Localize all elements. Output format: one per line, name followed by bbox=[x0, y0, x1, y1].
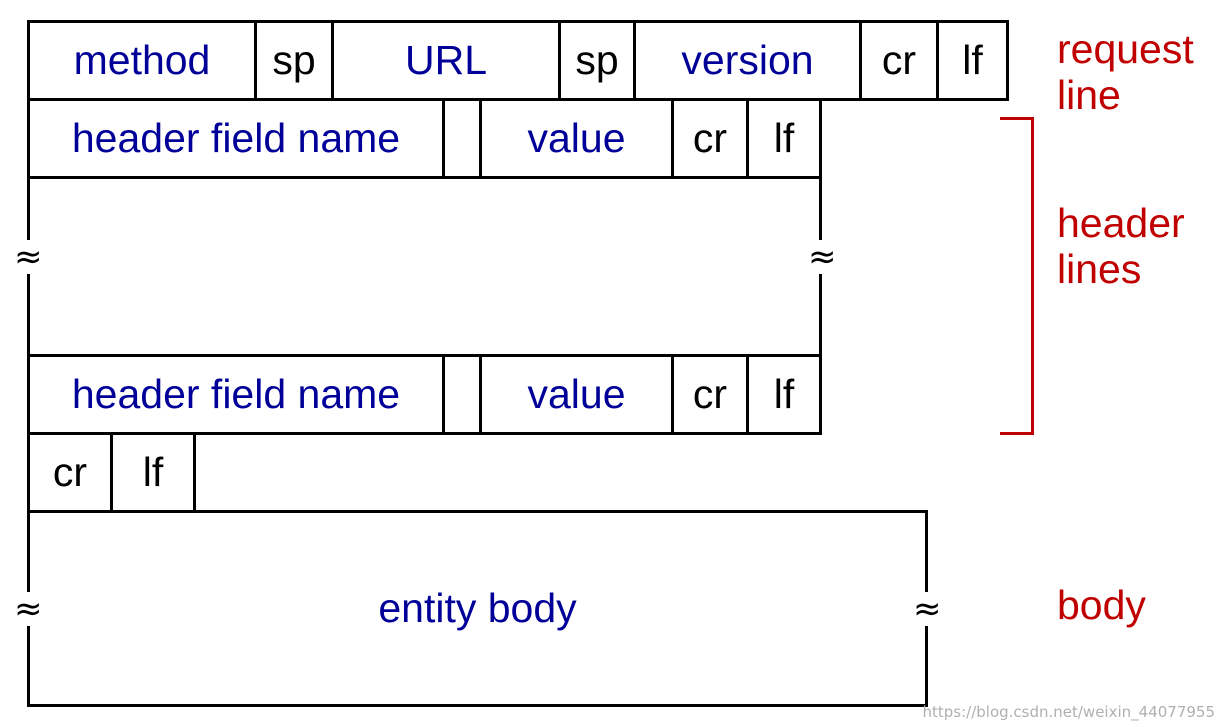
header-lines-bracket bbox=[1000, 117, 1034, 435]
header-separator-1 bbox=[442, 98, 482, 179]
watermark: https://blog.csdn.net/weixin_44077955 bbox=[922, 703, 1215, 721]
label-request-line-2: line bbox=[1057, 72, 1121, 118]
ellipsis-left-headers: ≈ bbox=[14, 237, 43, 277]
header-lf-2: lf bbox=[746, 354, 822, 435]
entity-body: entity body bbox=[27, 510, 928, 707]
header-lf-1: lf bbox=[746, 98, 822, 179]
header-cr-1: cr bbox=[671, 98, 749, 179]
header-field-name-2: header field name bbox=[27, 354, 445, 435]
label-body: body bbox=[1057, 582, 1146, 628]
label-request-line: request line bbox=[1057, 26, 1194, 118]
header-separator-2 bbox=[442, 354, 482, 435]
label-request-line-1: request bbox=[1057, 26, 1194, 72]
url-field: URL bbox=[331, 20, 561, 101]
version-field: version bbox=[633, 20, 862, 101]
blank-lf-field: lf bbox=[110, 432, 196, 513]
sp-field-2: sp bbox=[558, 20, 636, 101]
sp-field-1: sp bbox=[254, 20, 334, 101]
header-value-1: value bbox=[479, 98, 674, 179]
omitted-header-lines bbox=[27, 176, 822, 357]
ellipsis-left-body: ≈ bbox=[14, 589, 43, 629]
blank-cr-field: cr bbox=[27, 432, 113, 513]
header-field-name-1: header field name bbox=[27, 98, 445, 179]
ellipsis-right-headers: ≈ bbox=[808, 237, 837, 277]
label-header-lines-1: header bbox=[1057, 200, 1185, 246]
label-header-lines: header lines bbox=[1057, 200, 1185, 292]
method-field: method bbox=[27, 20, 257, 101]
ellipsis-right-body: ≈ bbox=[913, 589, 942, 629]
header-cr-2: cr bbox=[671, 354, 749, 435]
label-header-lines-2: lines bbox=[1057, 246, 1142, 292]
header-value-2: value bbox=[479, 354, 674, 435]
request-cr-field: cr bbox=[859, 20, 939, 101]
request-lf-field: lf bbox=[936, 20, 1009, 101]
